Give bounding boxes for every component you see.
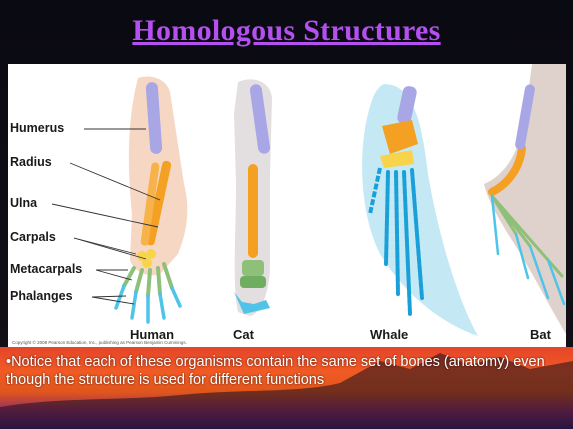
label-humerus: Humerus: [10, 121, 64, 135]
caption-whale: Whale: [370, 327, 408, 342]
slide-title: Homologous Structures: [0, 14, 573, 48]
label-radius: Radius: [10, 155, 52, 169]
explanation-note: •Notice that each of these organisms con…: [6, 353, 571, 389]
bat-wing: [484, 64, 566, 334]
label-phalanges: Phalanges: [10, 289, 73, 303]
label-ulna: Ulna: [10, 196, 37, 210]
label-carpals: Carpals: [10, 230, 56, 244]
caption-cat: Cat: [233, 327, 254, 342]
footer-banner: •Notice that each of these organisms con…: [0, 347, 573, 429]
copyright-notice: Copyright © 2008 Pearson Education, Inc.…: [12, 340, 187, 345]
cat-leg: [234, 79, 272, 316]
homology-figure: Humerus Radius Ulna Carpals Metacarpals …: [8, 64, 566, 347]
caption-bat: Bat: [530, 327, 551, 342]
limb-illustration: [8, 64, 566, 347]
title-bar: Homologous Structures: [0, 0, 573, 62]
whale-flipper: [362, 84, 478, 336]
human-arm: [116, 77, 187, 322]
label-metacarpals: Metacarpals: [10, 262, 82, 276]
